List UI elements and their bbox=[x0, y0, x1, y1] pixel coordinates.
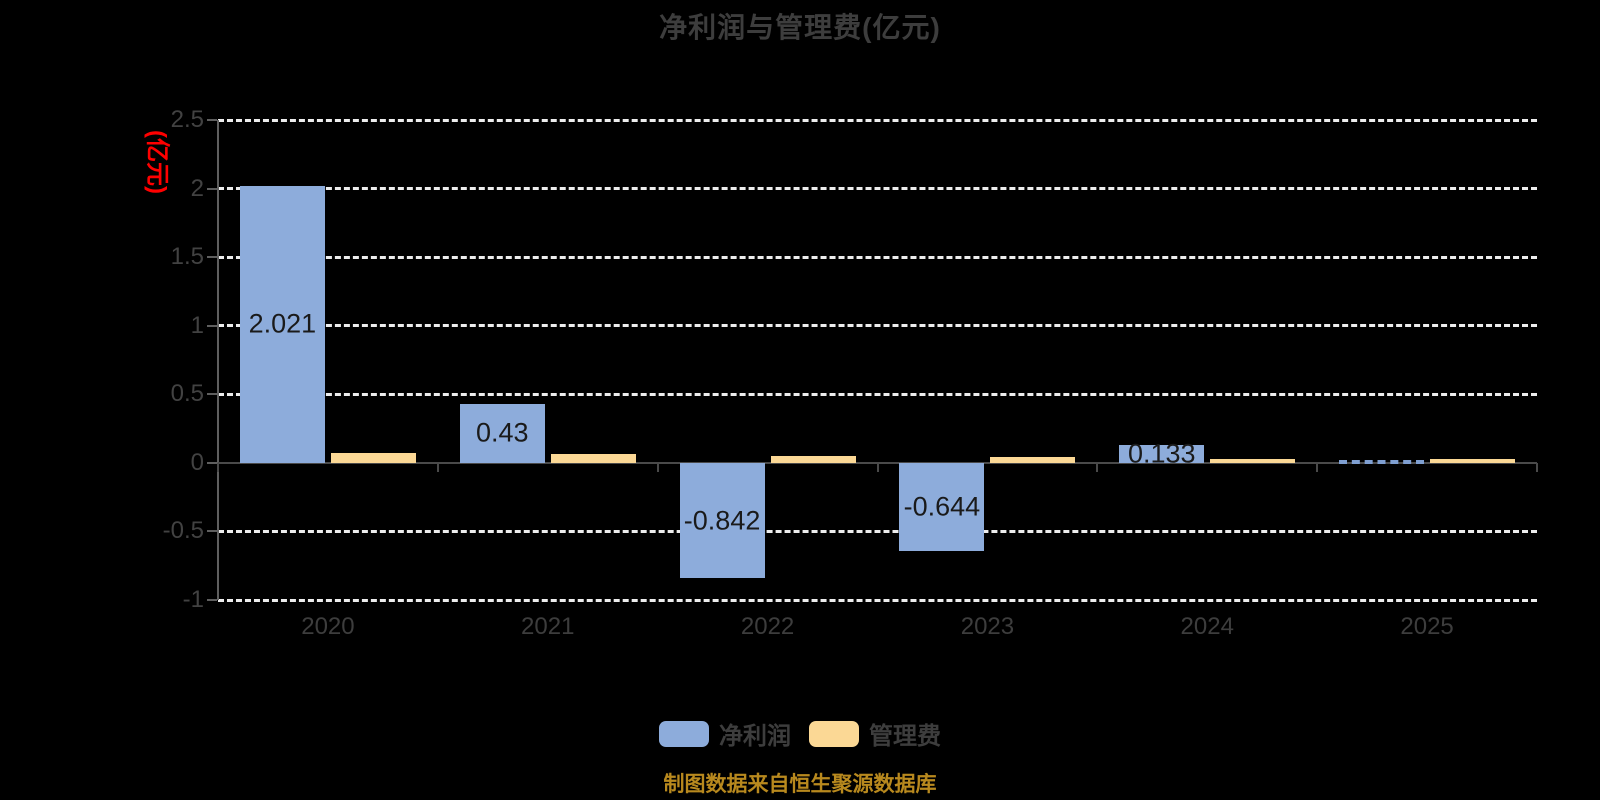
y-axis-tick-0 bbox=[207, 461, 217, 464]
x-axis-label-2021: 2021 bbox=[521, 613, 575, 640]
y-axis-label-2.5: 2.5 bbox=[170, 106, 204, 133]
x-axis-label-2020: 2020 bbox=[301, 613, 355, 640]
y-axis-tick-0.5 bbox=[207, 393, 217, 396]
data-source-note: 制图数据来自恒生聚源数据库 bbox=[663, 773, 937, 796]
bar-管理费-2024[interactable] bbox=[1210, 459, 1296, 463]
x-axis-label-2025: 2025 bbox=[1400, 613, 1454, 640]
bar-管理费-2023[interactable] bbox=[990, 456, 1076, 463]
bar-value-label-2024: 0.133 bbox=[1127, 438, 1196, 469]
legend-item-management-fee[interactable]: 管理费 bbox=[809, 716, 941, 751]
x-axis-label-2022: 2022 bbox=[740, 613, 795, 640]
x-axis-boundary-tick bbox=[1316, 462, 1319, 472]
bar-value-label-2022: -0.842 bbox=[683, 505, 761, 536]
x-axis-boundary-tick bbox=[1536, 462, 1538, 472]
net-profit-swatch-icon bbox=[659, 720, 709, 747]
gridline--0.5 bbox=[218, 529, 1537, 533]
bar-value-label-2023: -0.644 bbox=[903, 491, 981, 522]
chart-title: 净利润与管理费(亿元) bbox=[659, 12, 941, 43]
y-axis-label-0.5: 0.5 bbox=[170, 380, 204, 408]
legend: 净利润 管理费 bbox=[0, 716, 1600, 751]
y-axis-unit-label: (亿元) bbox=[143, 130, 171, 194]
y-axis-label-1.5: 1.5 bbox=[170, 243, 204, 271]
legend-item-net-profit[interactable]: 净利润 bbox=[659, 716, 791, 751]
bar-管理费-2025[interactable] bbox=[1430, 458, 1516, 463]
bar-管理费-2021[interactable] bbox=[550, 453, 636, 463]
plot-area: 2.5 2 1.5 1 0.5 0 -0.5 -1 2.021 2020 0.43 2021 -0.84… bbox=[163, 106, 1538, 640]
gridline-1.5 bbox=[218, 255, 1537, 259]
bar-管理费-2022[interactable] bbox=[770, 455, 856, 463]
x-axis-boundary-tick bbox=[876, 462, 879, 472]
y-axis-tick--1 bbox=[207, 599, 217, 601]
gridline-1 bbox=[218, 324, 1537, 328]
x-axis-boundary-tick bbox=[656, 462, 659, 472]
legend-label-management-fee: 管理费 bbox=[869, 723, 941, 750]
y-axis-label-2: 2 bbox=[190, 174, 204, 202]
y-axis-tick--0.5 bbox=[207, 530, 217, 533]
gridline-0.5 bbox=[218, 392, 1537, 396]
x-axis-label-2024: 2024 bbox=[1180, 613, 1234, 640]
y-axis-line bbox=[217, 120, 219, 600]
bar-value-label-2021: 0.43 bbox=[475, 417, 529, 448]
y-axis-tick-2 bbox=[207, 187, 217, 190]
y-axis-label--1: -1 bbox=[182, 586, 204, 613]
bar-净利润-2020[interactable] bbox=[239, 185, 325, 463]
bar-管理费-2020[interactable] bbox=[330, 452, 416, 463]
bar-净利润-2024[interactable] bbox=[1119, 444, 1205, 463]
gridline-2 bbox=[218, 187, 1537, 191]
bar-净利润-2025[interactable] bbox=[1339, 459, 1425, 464]
gridline-2.5 bbox=[218, 118, 1537, 122]
y-axis-label--0.5: -0.5 bbox=[162, 517, 204, 545]
x-axis-boundary-tick bbox=[1096, 462, 1099, 472]
x-axis-label-2023: 2023 bbox=[960, 613, 1015, 640]
y-axis-label-0: 0 bbox=[190, 448, 204, 476]
y-axis-tick-1 bbox=[207, 324, 217, 327]
bar-value-label-2020: 2.021 bbox=[248, 308, 317, 339]
management-fee-swatch-icon bbox=[809, 720, 859, 747]
bar-净利润-2022[interactable] bbox=[679, 462, 765, 579]
x-axis-boundary-tick bbox=[217, 462, 219, 472]
y-axis-tick-1.5 bbox=[207, 256, 217, 259]
y-axis-tick-2.5 bbox=[207, 119, 217, 121]
bar-净利润-2023[interactable] bbox=[899, 462, 985, 552]
gridline--1 bbox=[218, 598, 1537, 602]
bar-净利润-2021[interactable] bbox=[459, 403, 545, 463]
legend-label-net-profit: 净利润 bbox=[719, 723, 791, 750]
x-axis-boundary-tick bbox=[436, 462, 439, 472]
y-axis-label-1: 1 bbox=[190, 311, 204, 339]
